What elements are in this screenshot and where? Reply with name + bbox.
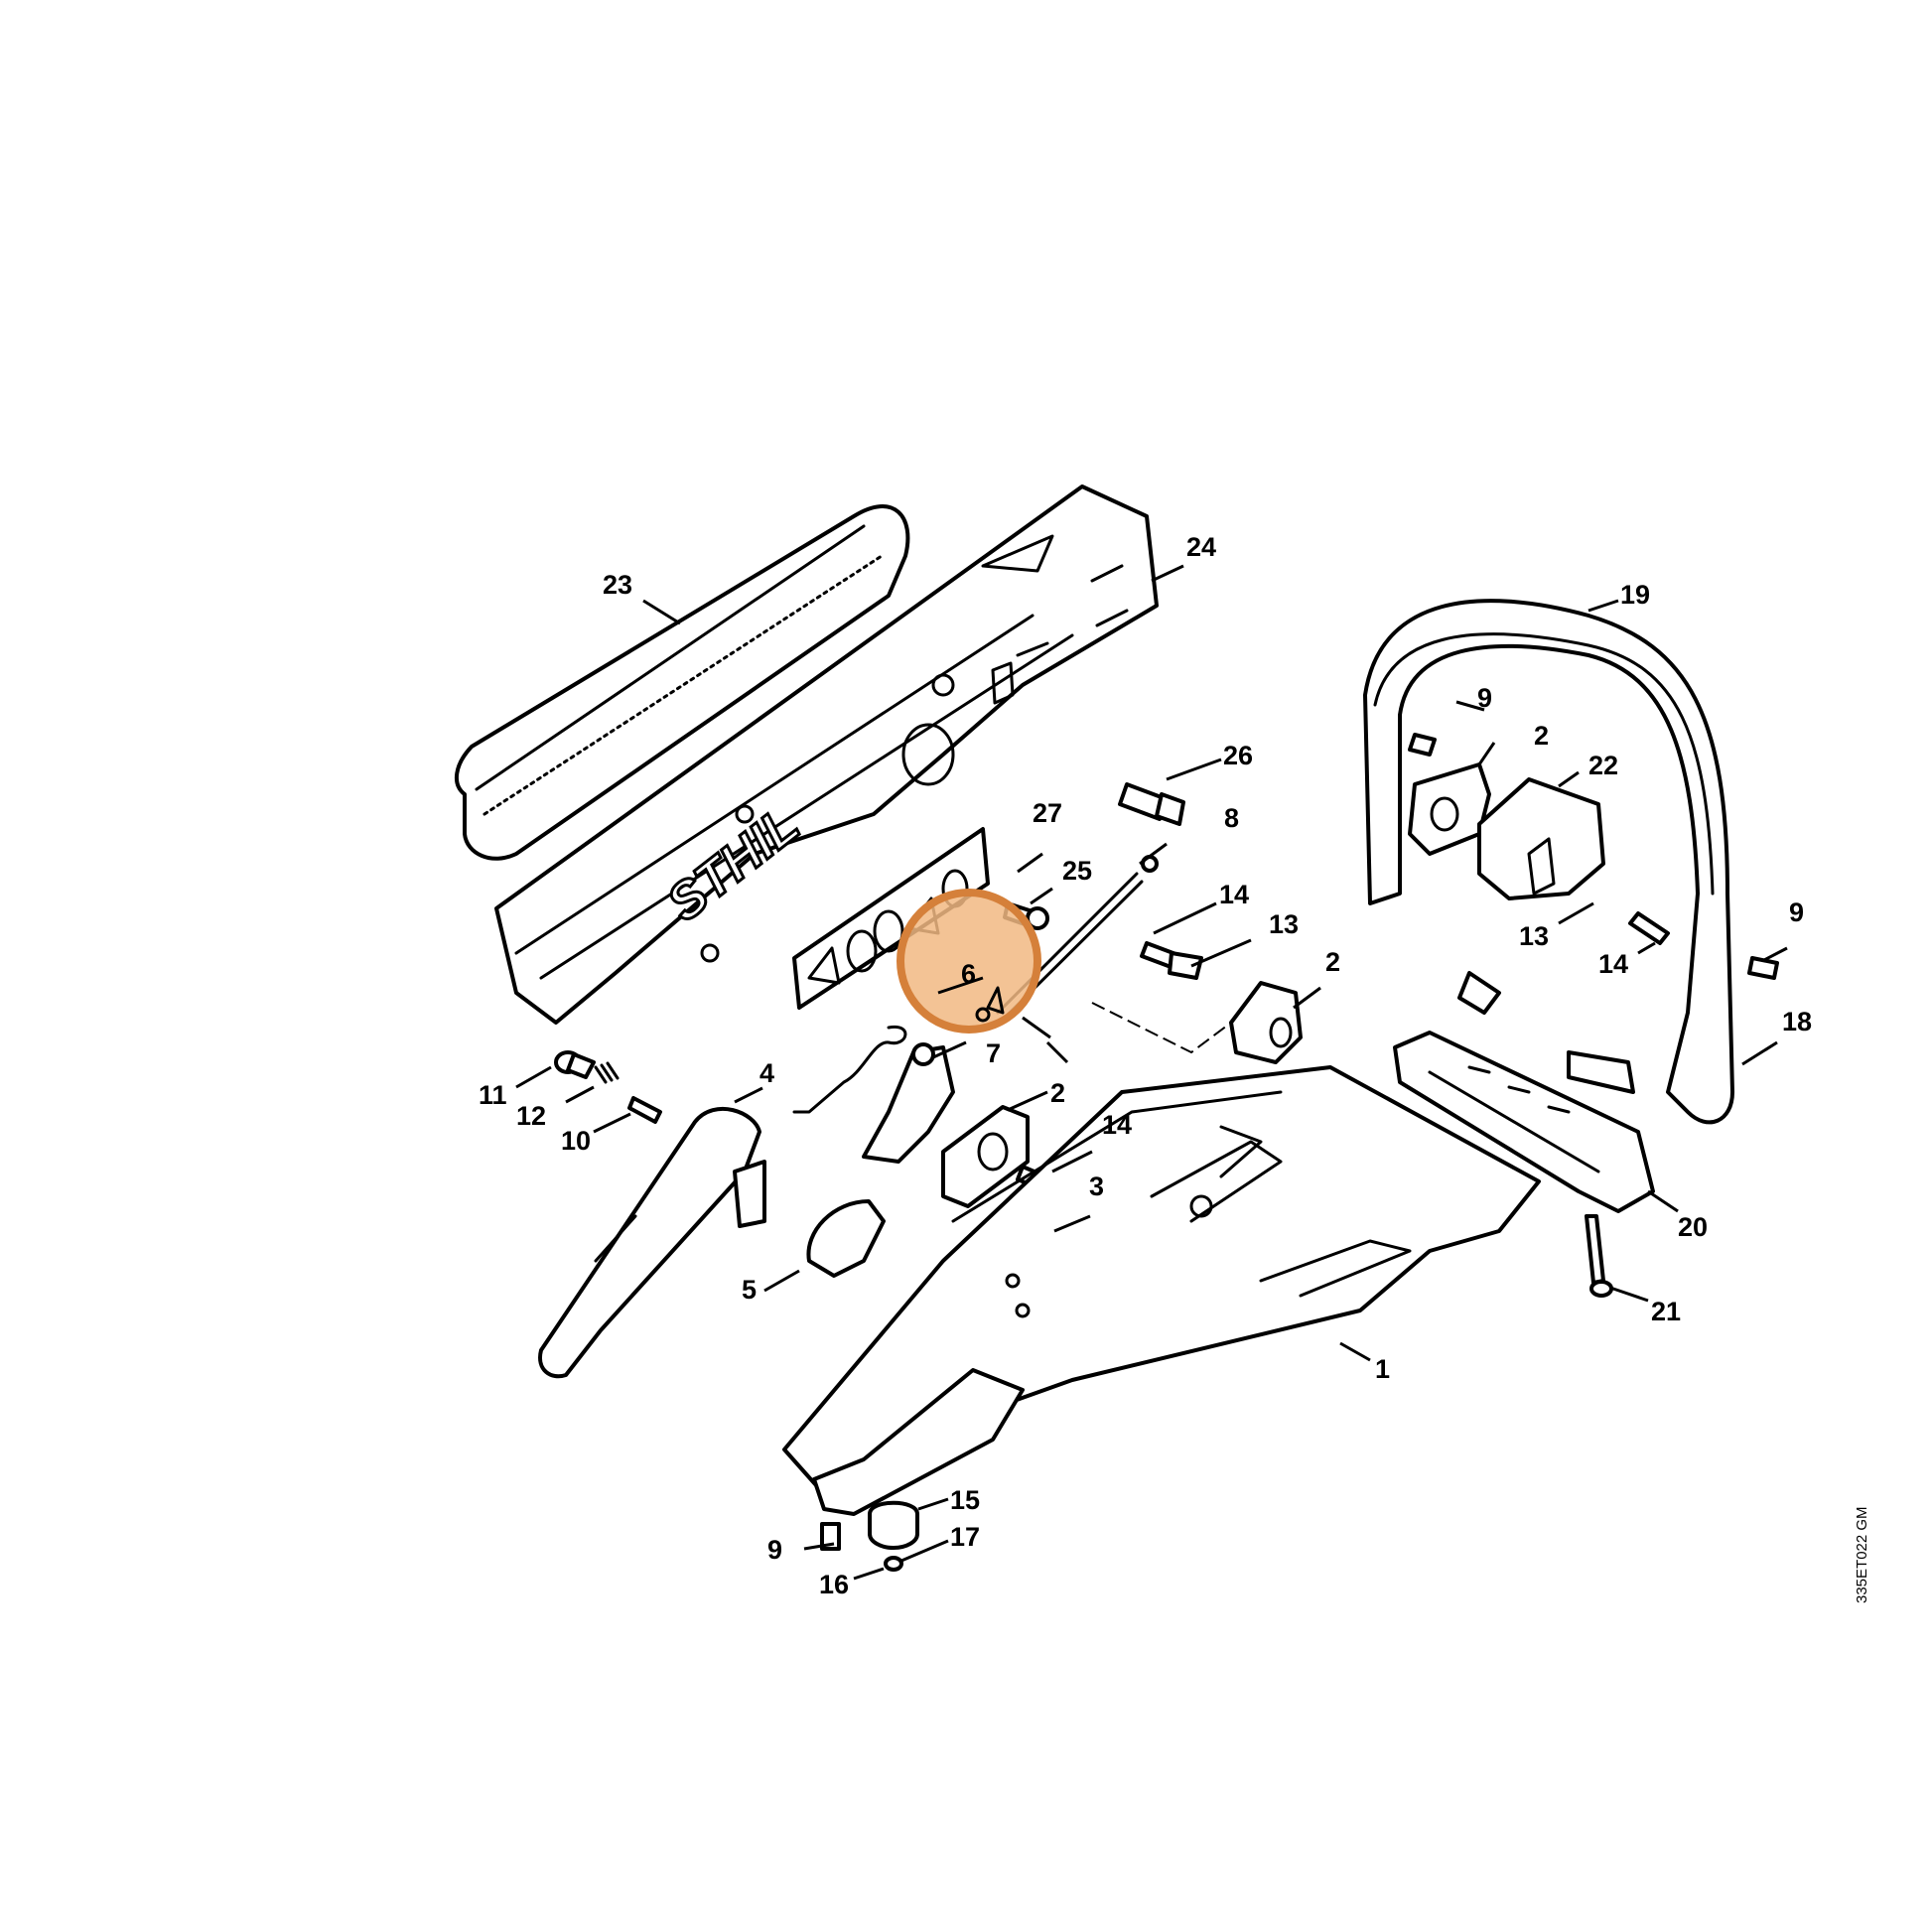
av-mount-center (1091, 941, 1303, 1064)
callout-25: 25 (1062, 856, 1092, 886)
callout-12: 12 (516, 1101, 546, 1131)
callout-14: 14 (1219, 880, 1249, 909)
rear-handle (538, 1106, 766, 1379)
callout-22: 22 (1588, 751, 1618, 780)
callout-4: 4 (759, 1058, 774, 1088)
callout-18: 18 (1782, 1007, 1812, 1036)
interlock-lever (806, 1199, 886, 1278)
torsion-spring (792, 1025, 907, 1114)
callout-9: 9 (1789, 897, 1804, 927)
callout-9: 9 (767, 1535, 782, 1565)
callout-27: 27 (1033, 798, 1062, 828)
callout-24: 24 (1186, 532, 1216, 562)
av-buffer (820, 1500, 919, 1572)
handle-frame (782, 1065, 1541, 1516)
callout-labels: 1 2 2 2 3 4 5 6 7 8 9 9 9 10 11 12 13 13… (479, 532, 1812, 1599)
guard-plate (1393, 1031, 1655, 1213)
front-handle (1363, 599, 1734, 1125)
callout-23: 23 (603, 570, 632, 600)
callout-11: 11 (479, 1080, 507, 1110)
callout-20: 20 (1678, 1212, 1708, 1242)
callout-2: 2 (1534, 721, 1549, 751)
callout-13: 13 (1269, 909, 1299, 939)
callout-17: 17 (950, 1522, 980, 1552)
callout-15: 15 (950, 1485, 980, 1515)
pin-parts (554, 1050, 662, 1124)
callout-7: 7 (986, 1038, 1001, 1068)
callout-1: 1 (1375, 1354, 1390, 1384)
highlight-part-6 (897, 889, 1041, 1034)
callout-3: 3 (1089, 1172, 1104, 1201)
callout-10: 10 (561, 1126, 591, 1156)
callout-8: 8 (1224, 803, 1239, 833)
callout-2: 2 (1050, 1078, 1065, 1108)
callout-16: 16 (819, 1570, 849, 1599)
callout-14: 14 (1102, 1110, 1132, 1140)
bolt-26 (1118, 782, 1185, 826)
callout-26: 26 (1223, 741, 1253, 770)
callout-21: 21 (1651, 1297, 1681, 1326)
callout-5: 5 (742, 1275, 757, 1305)
callout-14: 14 (1598, 949, 1628, 979)
callout-9: 9 (1477, 683, 1492, 713)
callout-13: 13 (1519, 921, 1549, 951)
leader-lines (515, 564, 1788, 1581)
callout-19: 19 (1620, 580, 1650, 610)
bolt-21 (1585, 1214, 1613, 1298)
callout-6: 6 (961, 959, 976, 989)
callout-2: 2 (1325, 947, 1340, 977)
throttle-lever (862, 1042, 955, 1164)
drawing-code: 335ET022 GM (1854, 1506, 1870, 1603)
drive-belt (455, 504, 910, 861)
